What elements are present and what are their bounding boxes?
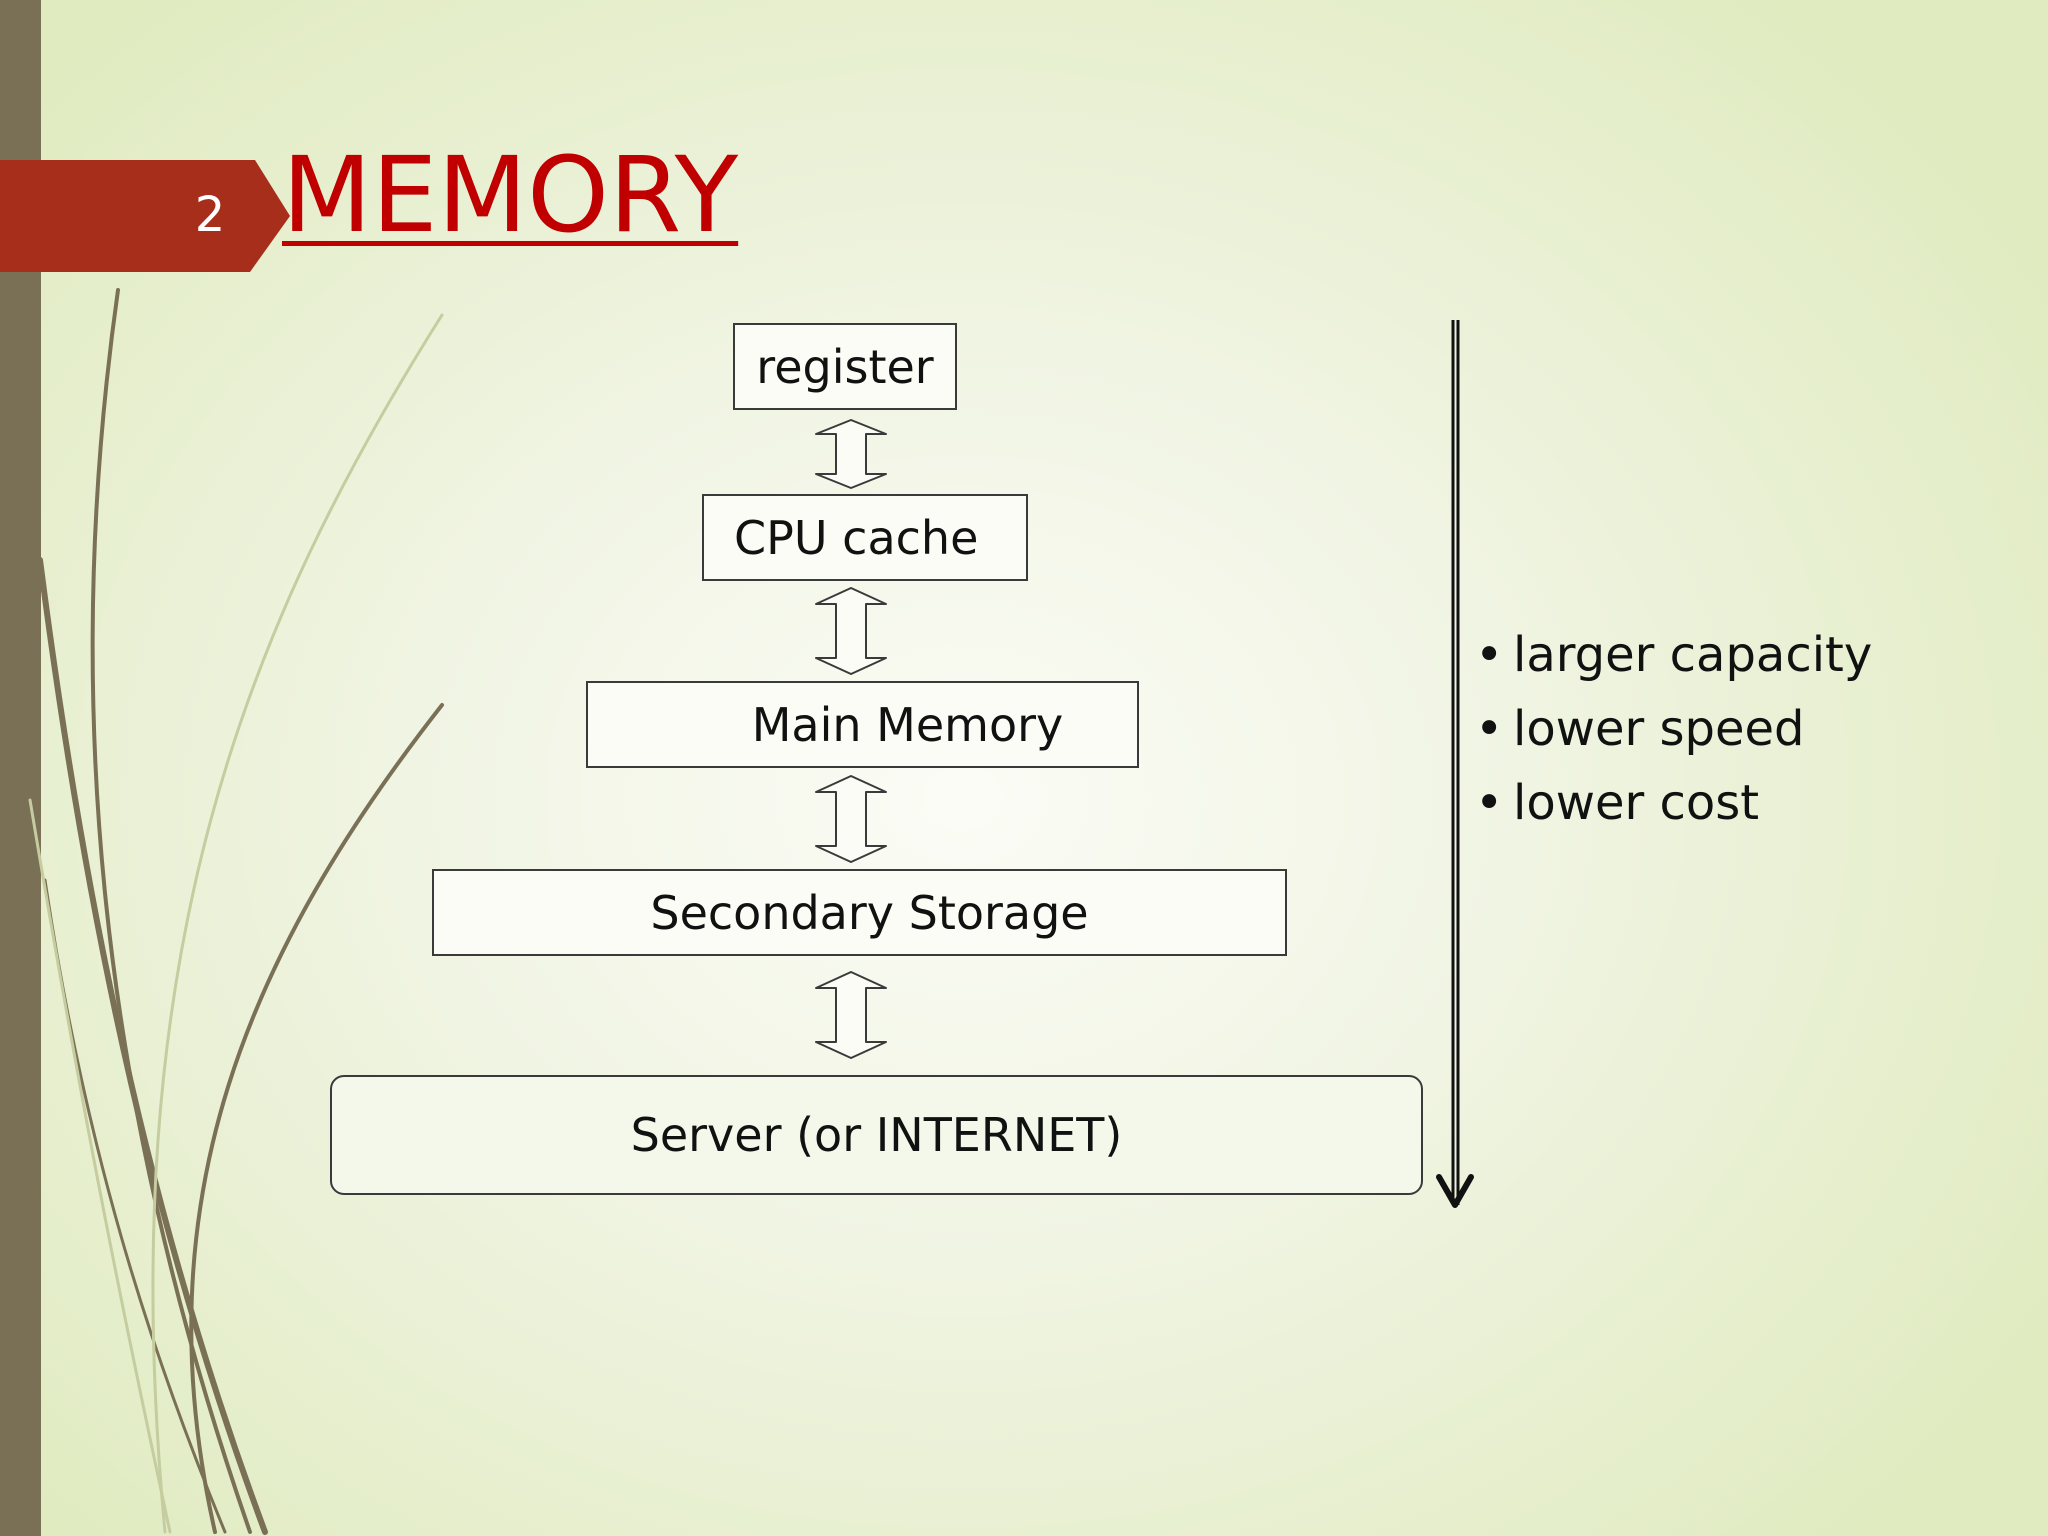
double-arrow-icon [815,971,887,1059]
trend-list: •larger capacity •lower speed •lower cos… [1475,618,1872,840]
double-arrow-icon [815,587,887,675]
grass-decoration [28,288,444,1535]
trend-item-capacity: larger capacity [1513,627,1873,683]
server-label: Server (or INTERNET) [630,1108,1123,1162]
secondary-storage-box: Secondary Storage [432,869,1287,956]
cpu-cache-label: CPU cache [734,510,979,565]
double-arrow-icon [815,775,887,863]
slide-title: MEMORY [282,134,739,256]
register-box: register [733,323,957,410]
trend-item-speed: lower speed [1513,701,1805,757]
main-memory-label: Main Memory [751,697,1064,752]
bullet-icon: • [1475,701,1504,757]
list-item: •lower speed [1475,692,1872,766]
down-arrow-icon [1436,320,1474,1208]
bullet-icon: • [1475,775,1504,831]
server-box: Server (or INTERNET) [330,1075,1423,1195]
trend-item-cost: lower cost [1513,775,1760,831]
list-item: •larger capacity [1475,618,1872,692]
bullet-icon: • [1475,627,1504,683]
cpu-cache-box: CPU cache [702,494,1028,581]
double-arrow-icon [815,419,887,489]
slide-number-tab [0,160,290,272]
main-memory-box: Main Memory [586,681,1139,768]
secondary-storage-label: Secondary Storage [650,885,1089,940]
list-item: •lower cost [1475,766,1872,840]
register-label: register [756,339,934,394]
slide-number: 2 [194,187,226,243]
